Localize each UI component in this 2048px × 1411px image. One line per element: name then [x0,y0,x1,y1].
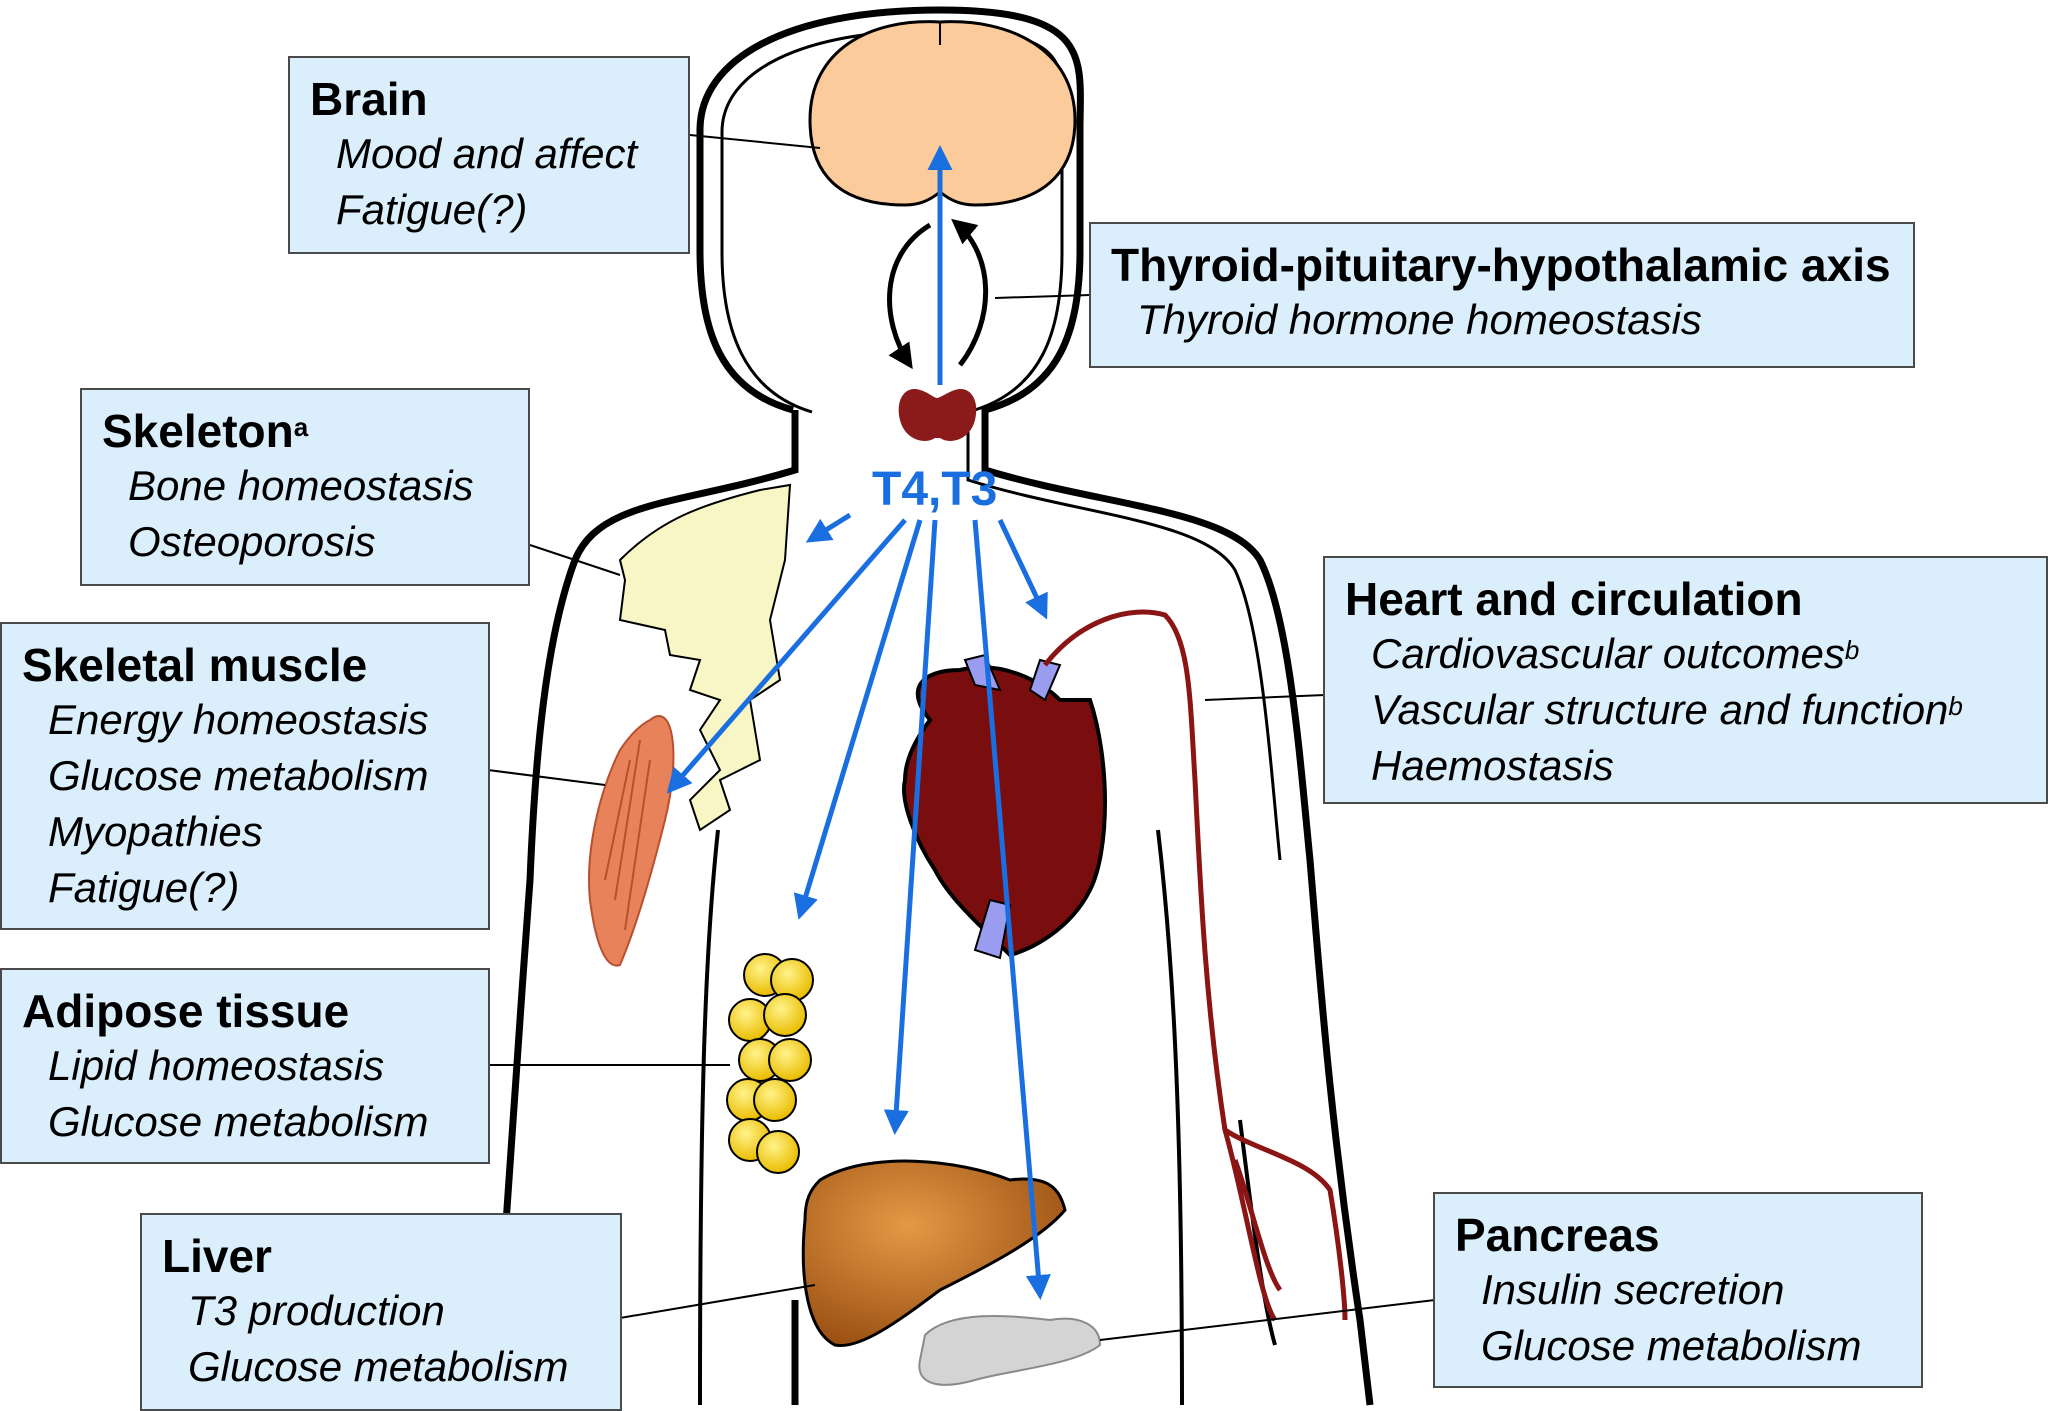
muscle-item-3: Myopathies [48,808,263,855]
heart-title: Heart and circulation [1345,573,1803,625]
pancreas-item-2: Glucose metabolism [1481,1322,1862,1369]
liver-title: Liver [162,1230,272,1282]
artery-path [1043,609,1348,1322]
shoulder-bone [618,483,792,832]
axis-item-1: Thyroid hormone homeostasis [1137,296,1702,343]
liver-item-1: T3 production [188,1287,445,1334]
skeleton-item-2: Osteoporosis [128,518,376,565]
skeleton-box: Skeletona Bone homeostasis Osteoporosis [80,388,530,586]
brain-item-1: Mood and affect [336,130,638,177]
body-outline [496,6,1374,1406]
muscle-shape [588,715,675,967]
axis-box: Thyroid-pituitary-hypothalamic axis Thyr… [1089,222,1915,368]
skeleton-item-1: Bone homeostasis [128,462,474,509]
skeleton-footnote: a [293,412,309,442]
muscle-item-2: Glucose metabolism [48,752,429,799]
body-outline-inner [720,28,1282,861]
hormone-label: T4,T3 [872,463,998,516]
heart-item-2: Vascular structure and functionb [1371,686,1963,733]
brain-item-2: Fatigue(?) [336,186,528,233]
pancreas-box: Pancreas Insulin secretion Glucose metab… [1433,1192,1923,1388]
adipose-item-1: Lipid homeostasis [48,1042,385,1089]
heart-item-3: Haemostasis [1371,742,1614,789]
thyroid-gland [898,389,977,441]
muscle-item-1: Energy homeostasis [48,696,429,743]
heart-box: Heart and circulation Cardiovascular out… [1323,556,2048,804]
axis-arrow-up [951,218,989,367]
heart-item-1: Cardiovascular outcomesb [1371,630,1860,677]
adipose-title: Adipose tissue [22,985,350,1037]
adipose-box: Adipose tissue Lipid homeostasis Glucose… [0,968,490,1164]
liver-shape [801,1159,1067,1348]
axis-arrow-down [887,222,932,370]
liver-item-2: Glucose metabolism [188,1343,569,1390]
brain-title: Brain [310,73,428,125]
pancreas-title: Pancreas [1455,1209,1660,1261]
muscle-box: Skeletal muscle Energy homeostasis Gluco… [0,622,490,930]
liver-box: Liver T3 production Glucose metabolism [140,1213,622,1411]
skeleton-title: Skeletona [102,405,309,457]
pancreas-shape [918,1314,1102,1386]
connector-lines [487,134,1436,1341]
pancreas-item-1: Insulin secretion [1481,1266,1785,1313]
adipose-cells [726,953,814,1174]
muscle-title: Skeletal muscle [22,639,368,691]
torso-lines [698,829,1277,1406]
hormone-arrows [666,145,1051,1300]
brain-box: Brain Mood and affect Fatigue(?) [288,56,690,254]
muscle-item-4: Fatigue(?) [48,864,240,911]
axis-title: Thyroid-pituitary-hypothalamic axis [1111,239,1891,291]
adipose-item-2: Glucose metabolism [48,1098,429,1145]
